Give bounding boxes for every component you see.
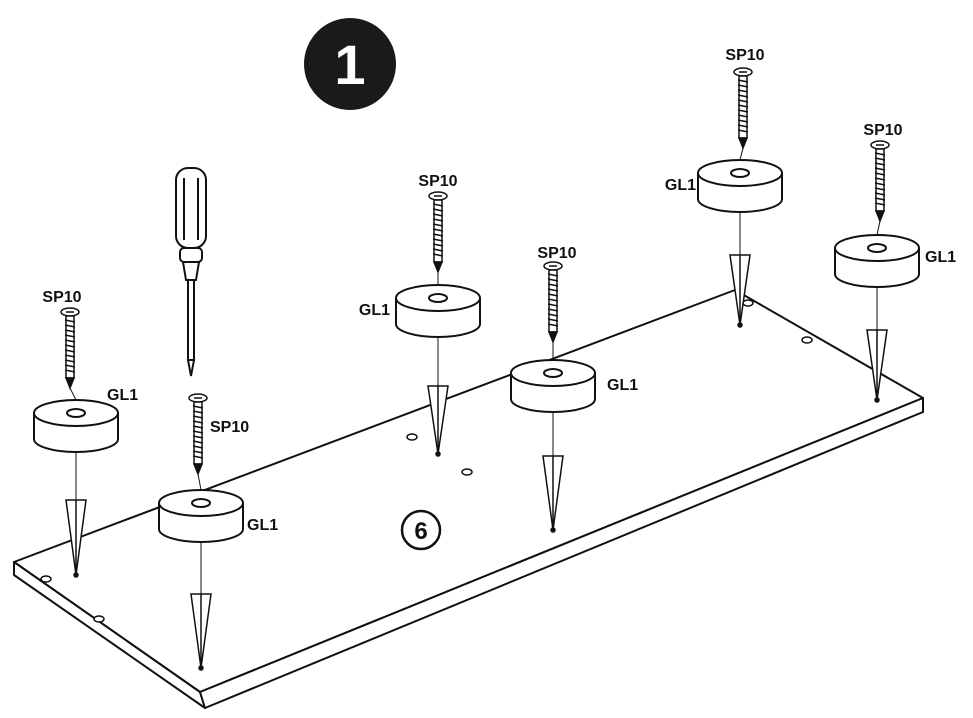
step-badge: 1 [304,18,396,110]
arrow-down-icon [190,593,212,671]
glide-icon [395,284,481,338]
screw-label: SP10 [725,47,764,64]
screwdriver-icon [175,167,207,377]
arrow-down-icon [542,455,564,533]
screw-icon [733,67,753,151]
hardware-sets: SP10GL1SP10GL1SP10GL1SP10GL1SP10GL1SP10G… [33,47,956,671]
arrow-down-icon [729,254,751,328]
part-number: 6 [414,518,427,545]
glide-label: GL1 [107,387,138,404]
glide-label: GL1 [607,377,638,394]
arrow-down-icon [65,499,87,578]
glide-label: GL1 [359,302,390,319]
board-holes [40,299,813,623]
part-number-marker: 6 [400,509,442,551]
glide-label: GL1 [247,517,278,534]
glide-icon [834,234,920,288]
board-panel [13,289,924,709]
screw-icon [428,191,448,275]
glide-icon [697,159,783,213]
screw-label: SP10 [42,289,81,306]
screw-label: SP10 [418,173,457,190]
glide-icon [158,489,244,543]
screw-icon [188,393,208,477]
screw-icon [870,140,890,224]
arrow-down-icon [427,385,449,457]
arrow-down-icon [866,329,888,403]
glide-icon [33,399,119,453]
glide-label: GL1 [925,249,956,266]
screw-label: SP10 [537,245,576,262]
screw-label: SP10 [863,122,902,139]
glide-label: GL1 [665,177,696,194]
step-number: 1 [334,33,365,96]
screw-label: SP10 [210,419,249,436]
glide-icon [510,359,596,413]
screw-icon [60,307,80,391]
screw-icon [543,261,563,345]
